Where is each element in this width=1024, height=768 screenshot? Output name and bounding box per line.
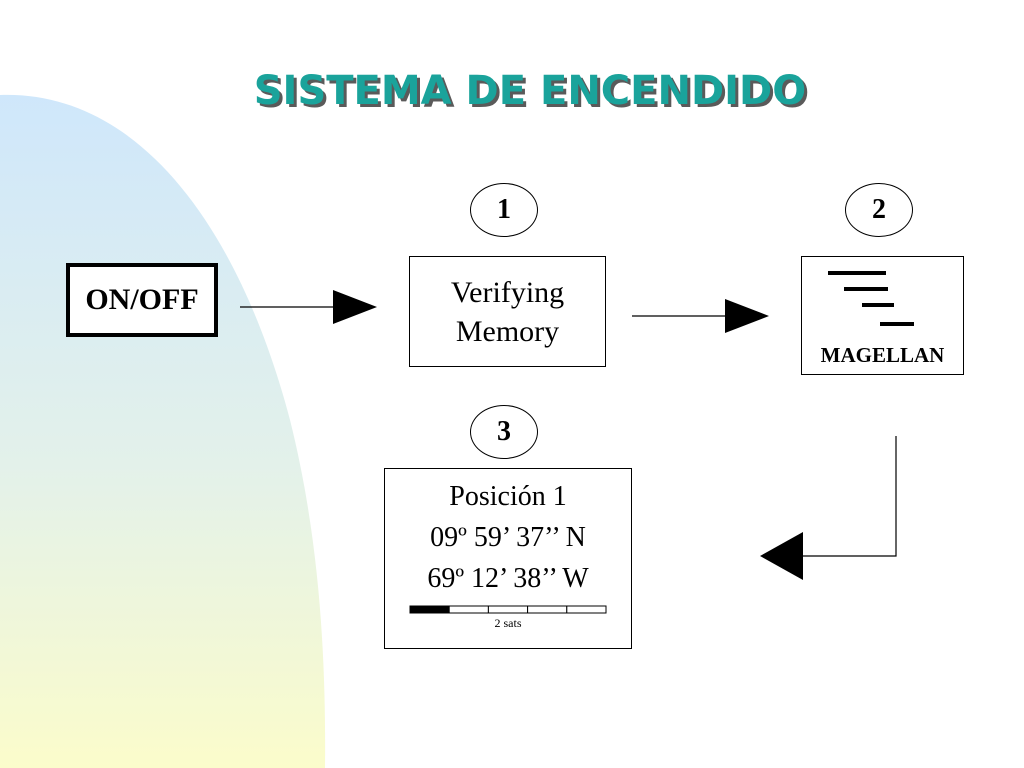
signal-segment — [527, 605, 568, 614]
signal-segment — [566, 605, 607, 614]
arrow-magellan-to-position — [760, 436, 897, 580]
latitude-value: 09º 59’ 37’’ N — [430, 522, 586, 553]
step-number-1: 1 — [470, 183, 538, 237]
signal-segment — [409, 605, 450, 614]
position-title: Posición 1 — [449, 481, 567, 512]
memory-line-2: Memory — [455, 314, 560, 348]
signal-segment — [448, 605, 489, 614]
position-box: Posición 1 09º 59’ 37’’ N 69º 12’ 38’’ W… — [384, 468, 632, 649]
magellan-box: MAGELLAN — [801, 256, 964, 375]
step-number-2: 2 — [845, 183, 913, 237]
verifying-memory-box: Verifying Memory — [409, 256, 606, 367]
slide-title: SISTEMA DE ENCENDIDO — [253, 68, 807, 114]
arrow-onoff-to-memory — [240, 290, 377, 324]
longitude-value: 69º 12’ 38’’ W — [427, 563, 589, 594]
sats-count-label: 2 sats — [494, 616, 522, 630]
magellan-label: MAGELLAN — [820, 343, 945, 367]
step-number-3: 3 — [470, 405, 538, 459]
satellite-signal-bar — [409, 605, 607, 614]
signal-segment — [487, 605, 529, 614]
magellan-logo-icon — [828, 271, 914, 326]
arrow-memory-to-magellan — [632, 299, 769, 333]
on-off-box: ON/OFF — [66, 263, 218, 337]
memory-line-1: Verifying — [450, 275, 565, 309]
